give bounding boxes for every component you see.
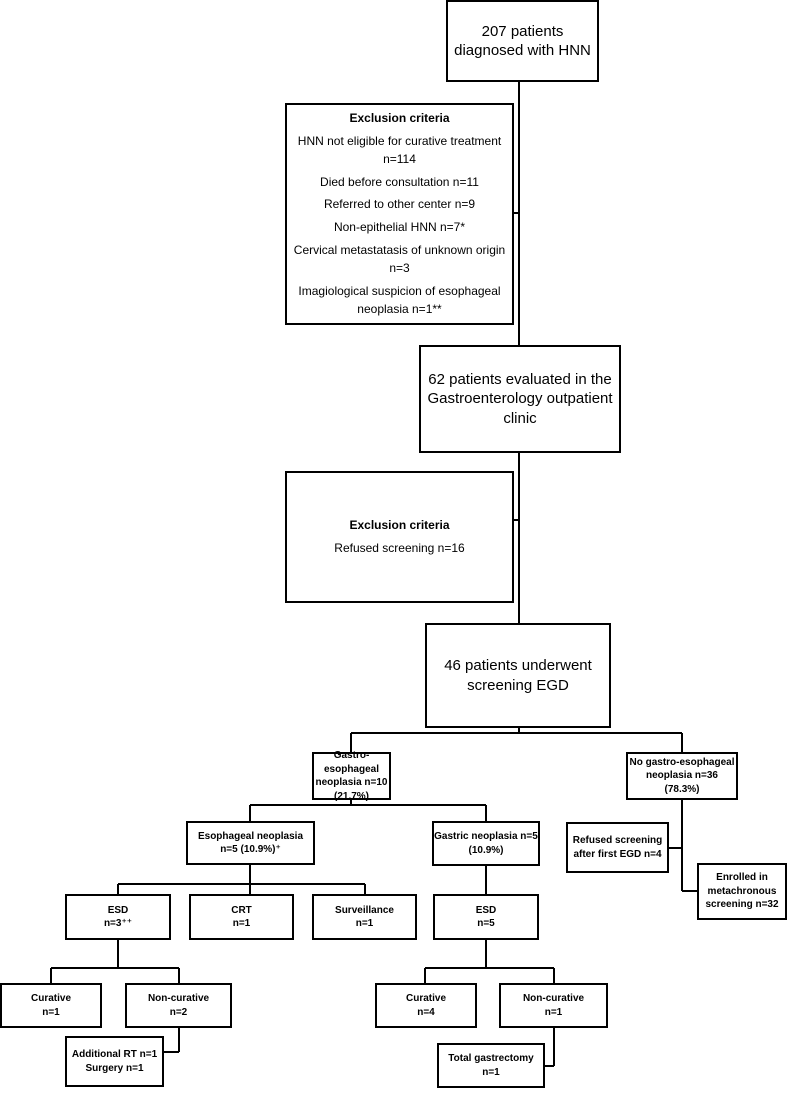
exclusion-item: n=3 (389, 261, 410, 276)
total-line2: diagnosed with HNN (454, 42, 591, 59)
enrolled-line1: Enrolled in (716, 872, 768, 884)
exclusion-item: Cervical metastatasis of unknown origin (293, 242, 506, 257)
no-neoplasia-line1: No gastro-esophageal (629, 756, 735, 768)
refused-after-egd-box: Refused screening after first EGD n=4 (566, 822, 669, 873)
exclusion-title-2: Exclusion criteria (349, 518, 450, 533)
eso-curative-line2: n=1 (42, 1006, 60, 1018)
enrolled-line3: screening n=32 (705, 899, 779, 911)
eso-surveillance-box: Surveillance n=1 (312, 894, 417, 940)
exclusion-item: Refused screening n=16 (334, 541, 465, 555)
exclusion-item: n=114 (383, 152, 416, 167)
eso-esd-line2: n=3⁺⁺ (103, 918, 133, 929)
eso-additional-treatment-box: Additional RT n=1 Surgery n=1 (65, 1036, 164, 1087)
neoplasia-line2: neoplasia n=10 (315, 777, 388, 788)
gastric-curative-box: Curative n=4 (375, 983, 477, 1028)
exclusion-item: Imagiological suspicion of esophageal (298, 283, 501, 298)
total-line1: 207 patients (481, 22, 564, 40)
eso-crt-line2: n=1 (232, 918, 251, 929)
gastric-line2: (10.9%) (468, 844, 504, 856)
screened-line2: screening EGD (467, 676, 569, 694)
gastric-noncurative-box: Non-curative n=1 (499, 983, 608, 1028)
refused-after-line1: Refused screening (572, 835, 663, 846)
evaluated-line1: 62 patients evaluated in the (428, 370, 612, 388)
gastric-line1: Gastric neoplasia n=5 (434, 831, 538, 842)
refused-after-line2: after first EGD n=4 (573, 848, 662, 860)
eso-noncurative-line1: Non-curative (147, 993, 210, 1004)
gastric-total-line1: Total gastrectomy n=1 (448, 1053, 534, 1078)
no-neoplasia-line3: (78.3%) (664, 783, 700, 795)
gastric-esd-line2: n=5 (477, 918, 495, 929)
eso-additional-line2: Surgery n=1 (85, 1062, 144, 1074)
gastric-curative-line2: n=4 (417, 1006, 435, 1018)
evaluated-line3: clinic (503, 409, 537, 427)
eso-surv-line2: n=1 (355, 918, 374, 929)
screened-line1: 46 patients underwent (444, 657, 592, 674)
no-neoplasia-box: No gastro-esophageal neoplasia n=36 (78.… (626, 752, 738, 800)
gastric-noncurative-line2: n=1 (544, 1006, 563, 1018)
enrolled-metachronous-box: Enrolled in metachronous screening n=32 (697, 863, 787, 920)
exclusion-title-1: Exclusion criteria (349, 111, 450, 126)
gastric-esd-box: ESD n=5 (433, 894, 539, 940)
neoplasia-box: Gastro-esophageal neoplasia n=10 (21.7%) (312, 750, 391, 802)
exclusion-item: HNN not eligible for curative treatment (297, 133, 502, 148)
esophageal-line2: n=5 (10.9%)⁺ (220, 844, 281, 855)
esophageal-neoplasia-box: Esophageal neoplasia n=5 (10.9%)⁺ (186, 821, 315, 865)
eso-additional-line1: Additional RT n=1 (71, 1049, 158, 1060)
eso-crt-box: CRT n=1 (189, 894, 294, 940)
enrolled-line2: metachronous (707, 885, 777, 897)
eso-crt-line1: CRT (231, 904, 252, 916)
gastric-esd-line1: ESD (475, 904, 497, 916)
neoplasia-line3: (21.7%) (333, 790, 369, 802)
exclusion-item: neoplasia n=1** (357, 302, 442, 317)
exclusion-item: Non-epithelial HNN n=7* (333, 220, 466, 234)
eso-curative-box: Curative n=1 (0, 983, 102, 1028)
gastric-curative-line1: Curative (405, 993, 446, 1004)
exclusion-criteria-box-1: Exclusion criteria HNN not eligible for … (285, 103, 514, 325)
eso-curative-line1: Curative (30, 993, 71, 1004)
gastric-total-gastrectomy-box: Total gastrectomy n=1 (437, 1043, 545, 1088)
neoplasia-line1: Gastro-esophageal (323, 750, 380, 775)
evaluated-patients-box: 62 patients evaluated in the Gastroenter… (419, 345, 621, 453)
evaluated-line2: Gastroenterology outpatient (427, 390, 613, 408)
eso-surv-line1: Surveillance (335, 904, 394, 916)
esophageal-line1: Esophageal neoplasia (197, 830, 304, 842)
exclusion-item: Referred to other center n=9 (323, 197, 476, 212)
exclusion-criteria-box-2: Exclusion criteria Refused screening n=1… (285, 471, 514, 603)
exclusion-item: Died before consultation n=11 (320, 174, 479, 189)
screened-patients-box: 46 patients underwent screening EGD (425, 623, 611, 728)
gastric-noncurative-line1: Non-curative (522, 993, 585, 1004)
gastric-neoplasia-box: Gastric neoplasia n=5 (10.9%) (432, 821, 540, 866)
no-neoplasia-line2: neoplasia n=36 (646, 770, 718, 782)
total-patients-box: 207 patients diagnosed with HNN (446, 0, 599, 82)
eso-esd-line1: ESD (107, 904, 129, 916)
eso-noncurative-box: Non-curative n=2 (125, 983, 232, 1028)
eso-esd-box: ESD n=3⁺⁺ (65, 894, 171, 940)
eso-noncurative-line2: n=2 (169, 1006, 188, 1018)
